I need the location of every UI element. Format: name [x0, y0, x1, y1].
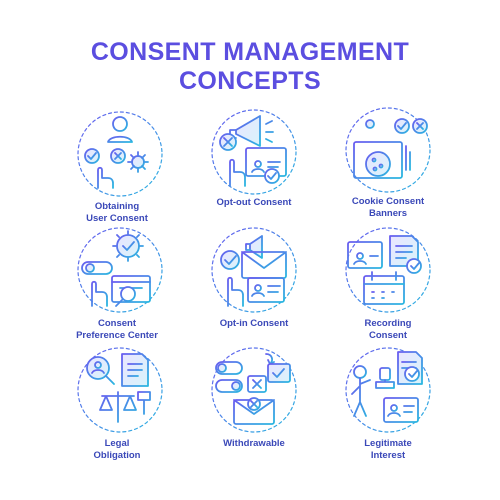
title-line-1: CONSENT MANAGEMENT: [90, 38, 410, 66]
cookie-browser-toggle-icon: [340, 102, 436, 198]
person-stamp-document-icon: [340, 342, 436, 438]
label-obtaining-user-consent: Obtaining User Consent: [86, 201, 148, 224]
label-recording-consent: Recording Consent: [364, 318, 412, 341]
label-legal-obligation: Legal Obligation: [93, 438, 141, 461]
user-checkmark-cross-network-icon: [72, 106, 168, 202]
label-cookie-consent-banners: Cookie Consent Banners: [351, 196, 425, 219]
toggles-envelope-cross-icon: [206, 342, 302, 438]
profile-checklist-calendar-icon: [340, 222, 436, 318]
megaphone-cross-profile-icon: [206, 102, 302, 198]
label-consent-preference-center: Consent Preference Center: [76, 318, 158, 341]
label-opt-out-consent: Opt-out Consent: [216, 197, 292, 208]
title-line-2: CONCEPTS: [178, 67, 322, 95]
magnifier-document-scales-icon: [72, 342, 168, 438]
label-withdrawable: Withdrawable: [223, 438, 285, 449]
envelope-check-profile-icon: [206, 222, 302, 318]
page-title: CONSENT MANAGEMENT CONCEPTS: [0, 38, 500, 96]
gear-check-toggle-magnifier-icon: [72, 222, 168, 318]
label-opt-in-consent: Opt-in Consent: [219, 318, 289, 329]
label-legitimate-interest: Legitimate Interest: [364, 438, 412, 461]
